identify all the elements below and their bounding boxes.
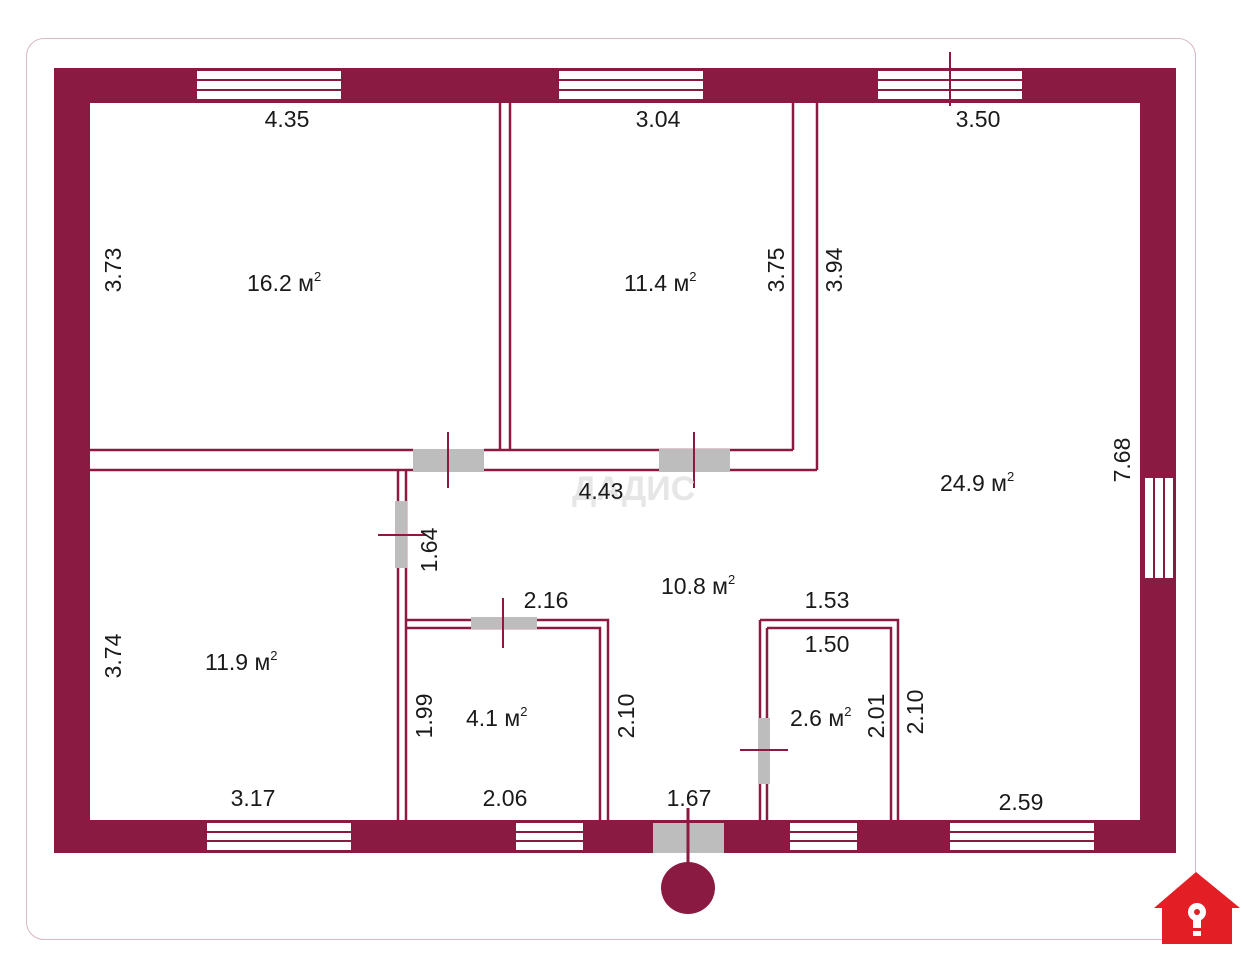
window-top-2 xyxy=(559,71,703,99)
window-bottom-3 xyxy=(790,823,857,850)
dim-2-16: 2.16 xyxy=(524,587,569,613)
dim-2-01: 2.01 xyxy=(863,694,889,739)
house-key-logo xyxy=(1154,872,1240,944)
dim-3-50: 3.50 xyxy=(956,106,1001,132)
room-1-area: 16.2 м2 xyxy=(247,269,321,296)
dim-1-67: 1.67 xyxy=(667,785,712,811)
room-3-area: 24.9 м2 xyxy=(940,469,1014,496)
dim-3-94: 3.94 xyxy=(821,247,847,292)
entrance-door xyxy=(653,808,724,914)
door-bath xyxy=(471,598,537,648)
dim-4-35: 4.35 xyxy=(265,106,310,132)
window-bottom-2 xyxy=(516,823,583,850)
watermark: ДАДИС xyxy=(572,470,695,508)
door-room-1 xyxy=(413,432,484,488)
wc-area: 2.6 м2 xyxy=(790,704,851,731)
room-4-area: 11.9 м2 xyxy=(205,648,278,675)
window-top-3 xyxy=(878,52,1022,106)
door-room-2 xyxy=(659,432,730,488)
dim-3-04: 3.04 xyxy=(636,106,681,132)
dim-3-73: 3.73 xyxy=(100,248,126,293)
window-top-1 xyxy=(197,71,341,99)
window-bottom-4 xyxy=(950,823,1094,850)
dim-2-59: 2.59 xyxy=(999,789,1044,815)
dim-2-06: 2.06 xyxy=(483,785,528,811)
bath-area: 4.1 м2 xyxy=(466,704,527,731)
dim-2-10-bath: 2.10 xyxy=(613,694,639,739)
room-2-area: 11.4 м2 xyxy=(624,269,697,296)
dim-1-99: 1.99 xyxy=(411,694,437,739)
dim-3-75: 3.75 xyxy=(763,248,789,293)
dim-1-53: 1.53 xyxy=(805,587,850,613)
dim-7-68: 7.68 xyxy=(1109,438,1135,483)
interior-walls xyxy=(90,103,900,820)
hall-area: 10.8 м2 xyxy=(661,572,735,599)
door-wc xyxy=(740,718,788,784)
dim-2-10-wc: 2.10 xyxy=(902,690,928,735)
window-right xyxy=(1145,478,1173,578)
dim-3-17: 3.17 xyxy=(231,785,276,811)
dim-1-64: 1.64 xyxy=(416,527,442,572)
dim-3-74: 3.74 xyxy=(100,633,126,678)
window-bottom-1 xyxy=(207,823,351,850)
dim-1-50: 1.50 xyxy=(805,631,850,657)
plan-frame xyxy=(26,38,1196,940)
dim-4-43: 4.43 xyxy=(579,478,624,504)
entrance-marker xyxy=(661,862,715,914)
door-room-4 xyxy=(378,501,426,568)
